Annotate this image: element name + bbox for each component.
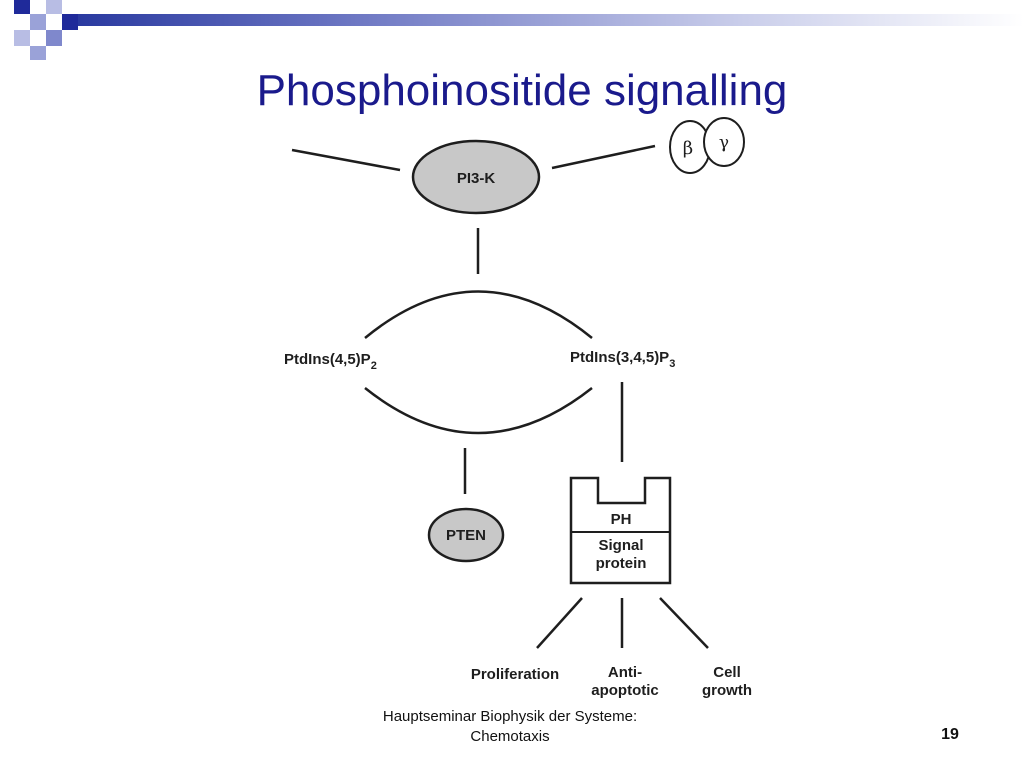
signal-label: Signal — [598, 537, 643, 554]
cell-label: Cell — [713, 664, 741, 681]
branch-cell-growth — [659, 597, 709, 649]
protein-label: protein — [596, 555, 647, 572]
footer-line-2: Chemotaxis — [470, 728, 550, 745]
corner-square-4 — [62, 14, 78, 30]
pten-label: PTEN — [446, 527, 486, 544]
pi3k-label: PI3-K — [457, 170, 496, 187]
header-gradient-bar — [78, 14, 1024, 26]
pip2-label: PtdIns(4,5)P2 — [284, 351, 377, 372]
gamma-label: γ — [719, 133, 729, 153]
beta-label: β — [683, 138, 693, 159]
pi3k-left-connector — [291, 148, 401, 172]
corner-square-3 — [46, 0, 62, 14]
corner-square-5 — [14, 30, 30, 46]
conversion-arc-bottom — [364, 387, 593, 435]
footer-text: Hauptseminar Biophysik der Systeme: Chem… — [340, 707, 680, 747]
proliferation-label: Proliferation — [471, 666, 559, 683]
pten-node — [427, 507, 505, 563]
slide-title: Phosphoinositide signalling — [256, 66, 788, 115]
growth-label: growth — [702, 682, 752, 699]
pi3k-right-connector — [551, 144, 656, 170]
corner-square-1 — [14, 0, 30, 14]
signal-protein-box — [569, 476, 672, 585]
apoptotic-label: apoptotic — [591, 682, 659, 699]
pip3-label: PtdIns(3,4,5)P3 — [570, 349, 675, 370]
page-number: 19 — [941, 726, 959, 743]
gamma-subunit — [703, 117, 745, 167]
pi3k-node — [411, 139, 541, 215]
branch-proliferation — [536, 597, 583, 649]
ph-label: PH — [611, 511, 632, 528]
footer-line-1: Hauptseminar Biophysik der Systeme: — [382, 708, 638, 725]
conversion-arc-top — [364, 290, 593, 339]
corner-square-6 — [46, 30, 62, 46]
corner-square-7 — [30, 46, 46, 60]
corner-square-2 — [30, 14, 46, 30]
anti-label: Anti- — [608, 664, 642, 681]
